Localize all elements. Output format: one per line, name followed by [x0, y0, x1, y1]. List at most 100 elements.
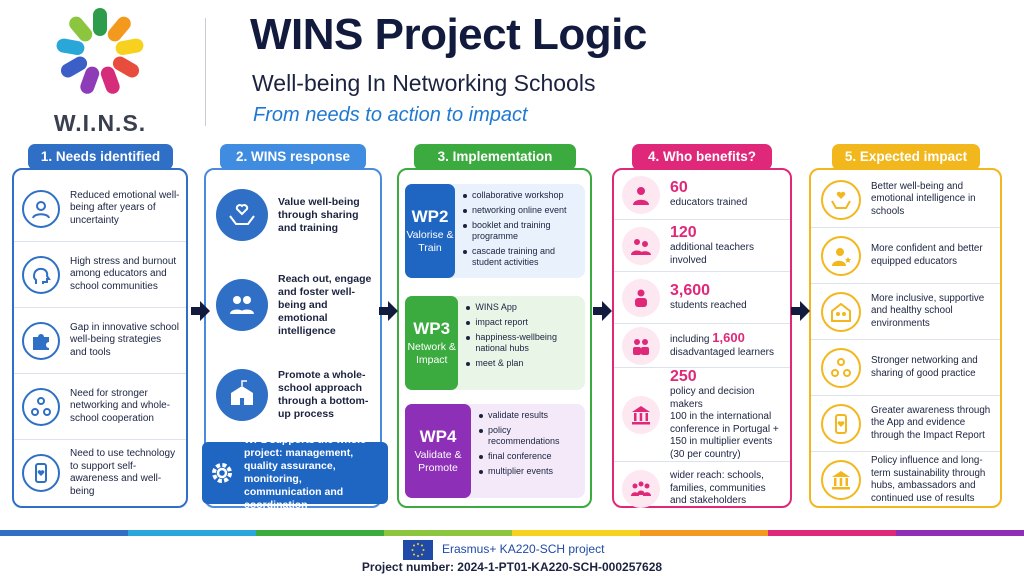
response-text: Reach out, engage and foster well-being … [278, 272, 372, 337]
wp3-key: WP3 [413, 319, 451, 338]
needs-column: Reduced emotional well-being after years… [12, 168, 188, 508]
benefit-number: 250 [670, 368, 697, 385]
benefit-text: policy and decision makers [670, 386, 755, 410]
need-text: Need for stronger networking and whole-s… [70, 387, 171, 424]
wp3-label: Network & Impact [407, 341, 456, 366]
learners-icon [622, 326, 660, 365]
group-icon [216, 279, 268, 331]
project-number: Project number: 2024-1-PT01-KA220-SCH-00… [361, 560, 663, 574]
need-item: Gap in innovative school well-being stra… [14, 308, 186, 374]
list-item: booklet and training programme [462, 220, 585, 242]
impact-column: Better well-being and emotional intellig… [809, 168, 1002, 508]
impact-item: Stronger networking and sharing of good … [811, 340, 1000, 396]
wp4-tag: WP4 Validate & Promote [405, 404, 471, 498]
school-icon [216, 369, 268, 421]
arrow-right-icon [593, 301, 612, 321]
need-item: Need for stronger networking and whole-s… [14, 374, 186, 440]
confident-person-icon [821, 235, 861, 276]
wp3-list: WINS App impact report happiness-wellbei… [458, 296, 585, 390]
list-item: collaborative workshop [462, 190, 585, 201]
list-item: cascade training and student activities [462, 246, 585, 268]
impact-item: More confident and better equipped educa… [811, 228, 1000, 284]
benefit-item: wider reach: schools, families, communit… [614, 462, 790, 516]
list-item: final conference [478, 451, 585, 462]
community-icon [622, 470, 660, 508]
need-item: Reduced emotional well-being after years… [14, 176, 186, 242]
response-item: Reach out, engage and foster well-being … [206, 260, 380, 350]
response-column: Value well-being through sharing and tra… [202, 168, 388, 511]
page-title: WINS Project Logic [250, 10, 647, 59]
phone-heart-icon [821, 403, 861, 444]
logo-star-icon [56, 8, 144, 94]
benefit-number: 3,600 [670, 282, 711, 300]
benefit-text: disadvantaged learners [670, 346, 774, 358]
hands-heart-icon [216, 189, 268, 241]
impact-text: Stronger networking and sharing of good … [871, 355, 978, 379]
arrow-right-icon [379, 301, 398, 321]
impact-text: Greater awareness through the App and ev… [871, 404, 991, 441]
list-item: meet & plan [466, 358, 585, 369]
response-header: 2. WINS response [220, 144, 366, 170]
list-item: policy recommendations [478, 425, 585, 447]
programme-label: Erasmus+ KA220-SCH project [442, 542, 605, 556]
need-text: Reduced emotional well-being after years… [70, 189, 180, 226]
impact-text: More confident and better equipped educa… [871, 243, 983, 267]
list-item: validate results [478, 410, 585, 421]
benefits-header: 4. Who benefits? [632, 144, 772, 170]
need-item: Need to use technology to support self-a… [14, 440, 186, 506]
response-text: Value well-being through sharing and tra… [278, 195, 360, 234]
hands-heart-icon [821, 179, 861, 220]
benefit-text: additional teachers involved [670, 242, 754, 266]
impact-item: Greater awareness through the App and ev… [811, 396, 1000, 452]
implementation-column: WP2 Valorise & Train collaborative works… [397, 168, 592, 508]
response-item: Promote a whole-school approach through … [206, 350, 380, 440]
wp1-support-box: WP1 supports the whole project: manageme… [202, 434, 388, 511]
impact-item: More inclusive, supportive and healthy s… [811, 284, 1000, 340]
benefit-text: students reached [670, 300, 747, 312]
benefit-text: wider reach: schools, families, communit… [670, 470, 766, 507]
impact-header: 5. Expected impact [832, 144, 980, 170]
list-item: networking online event [462, 205, 585, 216]
puzzle-icon [22, 321, 60, 360]
need-text: High stress and burnout among educators … [70, 255, 177, 292]
phone-heart-icon [22, 454, 60, 492]
page-tagline: From needs to action to impact [253, 104, 528, 126]
students-icon [622, 278, 660, 317]
wp2-key: WP2 [411, 207, 449, 226]
impact-item: Policy influence and long-term sustainab… [811, 452, 1000, 508]
list-item: multiplier events [478, 466, 585, 477]
color-stripe [0, 530, 1024, 536]
implementation-header: 3. Implementation [414, 144, 576, 170]
impact-text: Policy influence and long-term sustainab… [871, 455, 986, 504]
need-item: High stress and burnout among educators … [14, 242, 186, 308]
wp2-label: Valorise & Train [406, 229, 454, 254]
wp2-block: WP2 Valorise & Train collaborative works… [405, 184, 585, 278]
wp3-block: WP3 Network & Impact WINS App impact rep… [405, 296, 585, 390]
person-heart-icon [22, 189, 60, 228]
need-text: Gap in innovative school well-being stra… [70, 321, 179, 358]
benefit-prefix: including [670, 334, 710, 345]
wp4-key: WP4 [419, 427, 457, 446]
impact-item: Better well-being and emotional intellig… [811, 172, 1000, 228]
list-item: happiness-wellbeing national hubs [466, 332, 585, 354]
benefit-number: 120 [670, 224, 697, 241]
benefit-number: 60 [670, 179, 688, 197]
institution-icon [821, 460, 861, 500]
response-text: Promote a whole-school approach through … [278, 369, 369, 420]
list-item: WINS App [466, 302, 585, 313]
response-item: Value well-being through sharing and tra… [206, 170, 380, 260]
benefit-text: educators trained [670, 197, 748, 209]
logo-text: W.I.N.S. [53, 110, 147, 136]
network-people-icon [22, 387, 60, 426]
network-people-icon [821, 347, 861, 388]
stressed-head-icon [22, 255, 60, 294]
gear-icon [212, 463, 232, 483]
header-divider [205, 18, 206, 126]
wp3-tag: WP3 Network & Impact [405, 296, 459, 390]
